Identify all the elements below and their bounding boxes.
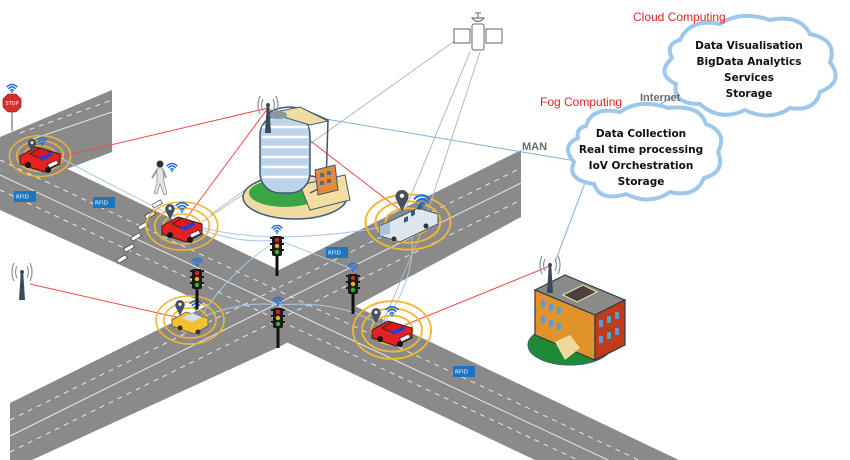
school-building (527, 274, 627, 366)
rfid-label: RFID (95, 201, 108, 207)
rfid-reader-icon: RFID (453, 366, 475, 377)
v2i-link (199, 239, 279, 319)
satellite-icon (453, 12, 503, 51)
satellite-link (379, 234, 421, 331)
rfid-reader-icon: RFID (326, 247, 348, 258)
cloud-computing-cloud: Data Visualisation BigData Analytics Ser… (662, 13, 838, 118)
stop-sign-icon: STOP (2, 83, 22, 131)
road-nw-stub (0, 90, 112, 170)
internet-label: Internet (640, 92, 681, 104)
cloud-item: Services (724, 72, 774, 84)
vehicle-bus (364, 189, 452, 251)
pedestrian-icon (151, 160, 179, 196)
cloud-item: Storage (726, 88, 773, 100)
stop-sign-label: STOP (5, 101, 18, 107)
rfid-label: RFID (16, 195, 29, 201)
crosswalk (116, 199, 163, 264)
rfid-reader-icon: RFID (93, 197, 115, 208)
satellite-link (419, 51, 481, 236)
rfid-label: RFID (455, 370, 468, 376)
fog-item: IoV Orchestration (589, 160, 694, 172)
cellular-link (29, 283, 181, 319)
man-label: MAN (522, 141, 547, 153)
fog-computing-label: Fog Computing (540, 95, 622, 109)
cellular-link (404, 265, 551, 326)
cell-tower-left-icon (11, 262, 33, 301)
cellular-link (54, 107, 269, 159)
fog-computing-cloud: Data Collection Real time processing IoV… (566, 101, 723, 202)
rfid-reader-icon: RFID (14, 191, 36, 202)
cloud-computing-label: Cloud Computing (633, 10, 726, 24)
fog-item: Storage (618, 176, 665, 188)
vehicle-yellow-taxi (155, 295, 225, 345)
cellular-link (184, 107, 269, 221)
fog-school-link (554, 179, 587, 263)
fog-item: Data Collection (596, 128, 686, 140)
cloud-item: BigData Analytics (697, 56, 802, 68)
satellite-link (404, 51, 471, 211)
rfid-label: RFID (328, 251, 341, 257)
office-building (242, 106, 351, 220)
cloud-item: Data Visualisation (695, 40, 803, 52)
fog-item: Real time processing (579, 144, 703, 156)
